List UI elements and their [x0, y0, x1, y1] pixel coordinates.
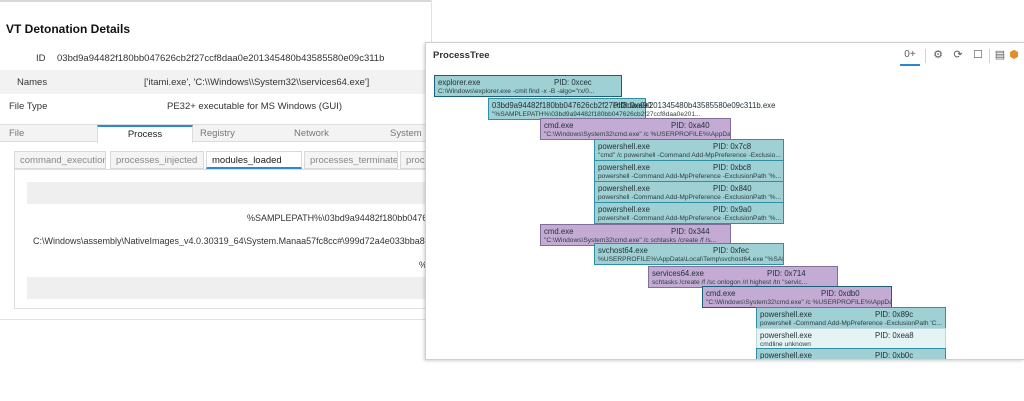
process-pid: PID: 0x344: [671, 227, 710, 236]
zoom-fit-icon[interactable]: 0+: [904, 49, 916, 60]
process-name: cmd.exe: [544, 121, 574, 130]
subtab-processes-injected[interactable]: processes_injected: [110, 151, 204, 169]
list-item: [27, 182, 431, 204]
id-value: 03bd9a94482f180bb047626cb2f27ccf8daa0e20…: [57, 53, 385, 64]
process-cmdline: schtasks /create /f /sc onlogon /rl high…: [652, 279, 808, 286]
process-subtabs: command_executions processes_injected mo…: [14, 151, 431, 169]
process-pid: PID: 0xfec: [713, 246, 749, 255]
file-type-value: PE32+ executable for MS Windows (GUI): [167, 101, 343, 112]
process-pid: PID: 0x714: [767, 269, 806, 278]
process-cmdline: "C:\Windows\System32\cmd.exe" /c %USERPR…: [544, 131, 731, 138]
process-node[interactable]: cmd.exe PID: 0xdb0"C:\Windows\System32\cm…: [702, 286, 892, 308]
subtab-processes[interactable]: processes: [400, 151, 431, 169]
toolbar-divider: [989, 49, 990, 63]
process-node[interactable]: powershell.exe PID: 0xea8 cmdline unknown: [756, 328, 946, 350]
process-pid: PID: 0x7c8: [713, 142, 752, 151]
panel-title: VT Detonation Details: [6, 22, 131, 36]
process-node[interactable]: svchost64.exe PID: 0xfec%USERPROFILE%\App…: [594, 243, 784, 265]
process-name: 03bd9a94482f180bb047626cb2f27ccf8daa0e20…: [492, 101, 776, 110]
tab-system[interactable]: System: [390, 128, 422, 139]
process-cmdline: "C:\Windows\System32\cmd.exe" /c schtask…: [544, 237, 717, 244]
process-pid: PID: 0xa90: [613, 101, 652, 110]
list-item: [27, 277, 431, 299]
process-pid: PID: 0xcec: [554, 78, 592, 87]
process-cmdline: powershell -Command Add-MpPreference -Ex…: [760, 320, 942, 327]
process-name: cmd.exe: [544, 227, 574, 236]
process-name: explorer.exe: [438, 78, 481, 87]
tab-process[interactable]: Process: [97, 125, 193, 143]
file-type-row: File Type PE32+ executable for MS Window…: [0, 94, 431, 118]
brand-icon[interactable]: ⬢: [1009, 49, 1019, 61]
process-pid: PID: 0xea8: [875, 331, 914, 340]
process-node[interactable]: powershell.exe PID: 0x7c8"cmd" /c powersh…: [594, 139, 784, 161]
process-name: cmd.exe: [706, 289, 736, 298]
comment-icon[interactable]: ▤: [994, 49, 1006, 61]
save-icon[interactable]: ☐: [973, 49, 983, 61]
process-name: svchost64.exe: [598, 246, 648, 255]
names-label: Names: [17, 77, 48, 88]
process-pid: PID: 0xb0c: [875, 351, 914, 360]
process-node[interactable]: cmd.exe PID: 0x344"C:\Windows\System32\cm…: [540, 224, 731, 246]
process-cmdline: powershell -Command Add-MpPreference -Ex…: [598, 173, 782, 180]
id-label: ID: [36, 53, 46, 64]
process-name: powershell.exe: [760, 351, 813, 360]
process-pid: PID: 0xbc8: [713, 163, 752, 172]
process-name: powershell.exe: [760, 310, 813, 319]
process-cmdline: %USERPROFILE%\AppData\Local\Temp\svchost…: [598, 256, 784, 263]
top-divider: [0, 0, 431, 2]
names-row: Names ['itami.exe', 'C:\\Windows\\System…: [0, 70, 431, 94]
process-cmdline: powershell -Command Add-MpPreference -Ex…: [598, 215, 782, 222]
active-tool-underline: [900, 64, 920, 66]
process-name: powershell.exe: [598, 205, 651, 214]
process-name: powershell.exe: [598, 184, 651, 193]
tab-network[interactable]: Network: [294, 128, 329, 139]
process-name: powershell.exe: [598, 142, 651, 151]
process-tree-title: ProcessTree: [433, 50, 490, 61]
list-item: %SAMPLEPATH%\03bd9a94482f180bb047626cb: [247, 213, 432, 223]
process-cmdline: "C:\Windows\System32\cmd.exe" /c %USERPR…: [706, 299, 892, 306]
subtab-processes-terminated[interactable]: processes_terminated: [304, 151, 398, 169]
list-item: C:\Windows\assembly\NativeImages_v4.0.30…: [33, 236, 432, 246]
id-row: ID 03bd9a94482f180bb047626cb2f27ccf8daa0…: [0, 46, 431, 70]
process-cmdline: powershell -Command Add-MpPreference -Ex…: [598, 194, 782, 201]
toolbar-divider: [925, 49, 926, 63]
process-node[interactable]: cmd.exe PID: 0xa40"C:\Windows\System32\cm…: [540, 118, 731, 140]
refresh-icon[interactable]: ⟳: [953, 49, 963, 61]
process-name: powershell.exe: [760, 331, 813, 340]
vt-detonation-panel: VT Detonation Details ID 03bd9a94482f180…: [0, 0, 432, 320]
process-cmdline: "cmd" /c powershell -Command Add-MpPrefe…: [598, 152, 781, 159]
process-tree-toolbar: 0+ ⚙ ⟳ ☐ ▤ ⬢: [900, 47, 1019, 66]
process-cmdline: C:\Windows\explorer.exe -cmit find -x -B…: [438, 88, 595, 95]
process-name: services64.exe: [652, 269, 705, 278]
modules-list: %SAMPLEPATH%\03bd9a94482f180bb047626cb C…: [14, 169, 432, 309]
process-pid: PID: 0x9a0: [713, 205, 752, 214]
settings-icon[interactable]: ⚙: [933, 49, 943, 61]
process-name: powershell.exe: [598, 163, 651, 172]
process-cmdline: cmdline unknown: [760, 341, 811, 348]
process-pid: PID: 0x840: [713, 184, 752, 193]
process-pid: PID: 0xdb0: [821, 289, 860, 298]
process-pid: PID: 0x89c: [875, 310, 914, 319]
process-cmdline: "%SAMPLEPATH%\03bd9a94482f180bb047626cb2…: [492, 111, 701, 118]
process-node[interactable]: powershell.exe PID: 0xb0c: [756, 348, 946, 360]
tab-registry[interactable]: Registry: [200, 128, 235, 139]
file-type-label: File Type: [9, 101, 48, 112]
category-tabs: File Process Registry Network System: [0, 124, 431, 143]
subtab-modules-loaded[interactable]: modules_loaded: [206, 151, 302, 169]
subtab-command-executions[interactable]: command_executions: [14, 151, 106, 169]
process-node[interactable]: 03bd9a94482f180bb047626cb2f27ccf8daa0e20…: [488, 98, 775, 120]
process-pid: PID: 0xa40: [671, 121, 710, 130]
names-value: ['itami.exe', 'C:\\Windows\\System32\\se…: [144, 77, 370, 88]
tab-file[interactable]: File: [9, 128, 25, 139]
